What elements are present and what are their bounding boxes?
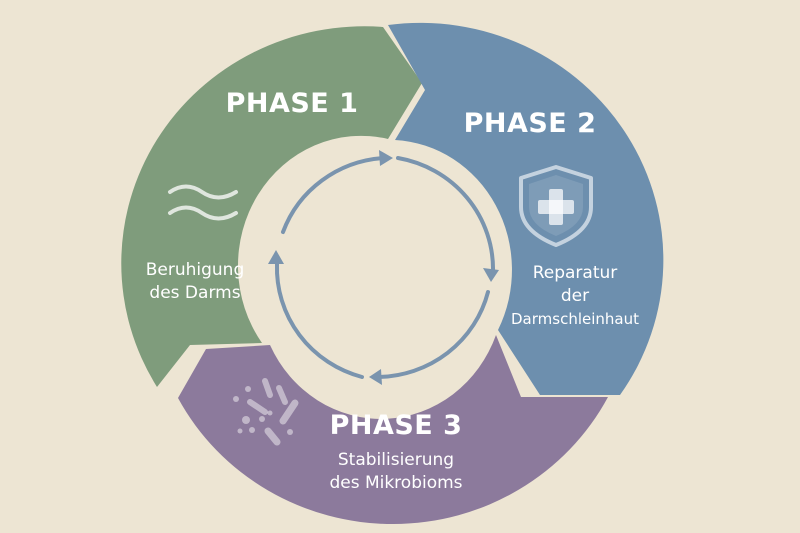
- phase-1-text-line-1: Beruhigung: [145, 260, 245, 280]
- microbes-icon: [233, 378, 299, 446]
- arrow-arc-top: [281, 156, 385, 234]
- arrow-arc-left: [274, 262, 364, 379]
- phase-1-text-line-2: des Darms: [149, 283, 241, 303]
- phase-2-text-line-1: Reparatur: [532, 263, 618, 283]
- phase-3-title: PHASE 3: [329, 410, 463, 441]
- arrowhead-bottom: [369, 369, 382, 385]
- arrowhead-top: [379, 150, 393, 166]
- phase-3-text-line-1: Stabilisierung: [337, 450, 455, 470]
- arrow-arc-right: [396, 156, 496, 274]
- phase-3-text-line-2: des Mikrobioms: [329, 473, 463, 493]
- arrowhead-left: [268, 250, 284, 264]
- inner-cycle-arrows: [274, 156, 496, 379]
- phase-1-title: PHASE 1: [225, 88, 359, 119]
- waves-icon: [168, 184, 238, 221]
- arrowhead-right: [483, 268, 499, 282]
- shield-cross-icon: [519, 165, 593, 247]
- phase-3-description: Stabilisierung des Mikrobioms: [306, 449, 486, 495]
- phase-2-text-line-2: der: [560, 286, 590, 306]
- phase-2-segment: [388, 22, 664, 395]
- phase-2-title: PHASE 2: [463, 108, 597, 139]
- phase-1-description: Beruhigung des Darms: [130, 259, 260, 305]
- phase-2-text-line-3: Darmschleinhaut: [511, 310, 639, 328]
- phase-2-description: Reparatur der Darmschleinhaut: [500, 262, 650, 331]
- arrowheads: [268, 150, 499, 385]
- phase-1-segment: [121, 26, 422, 387]
- phase-3-segment: [178, 335, 608, 525]
- arrow-arc-bottom: [376, 290, 490, 379]
